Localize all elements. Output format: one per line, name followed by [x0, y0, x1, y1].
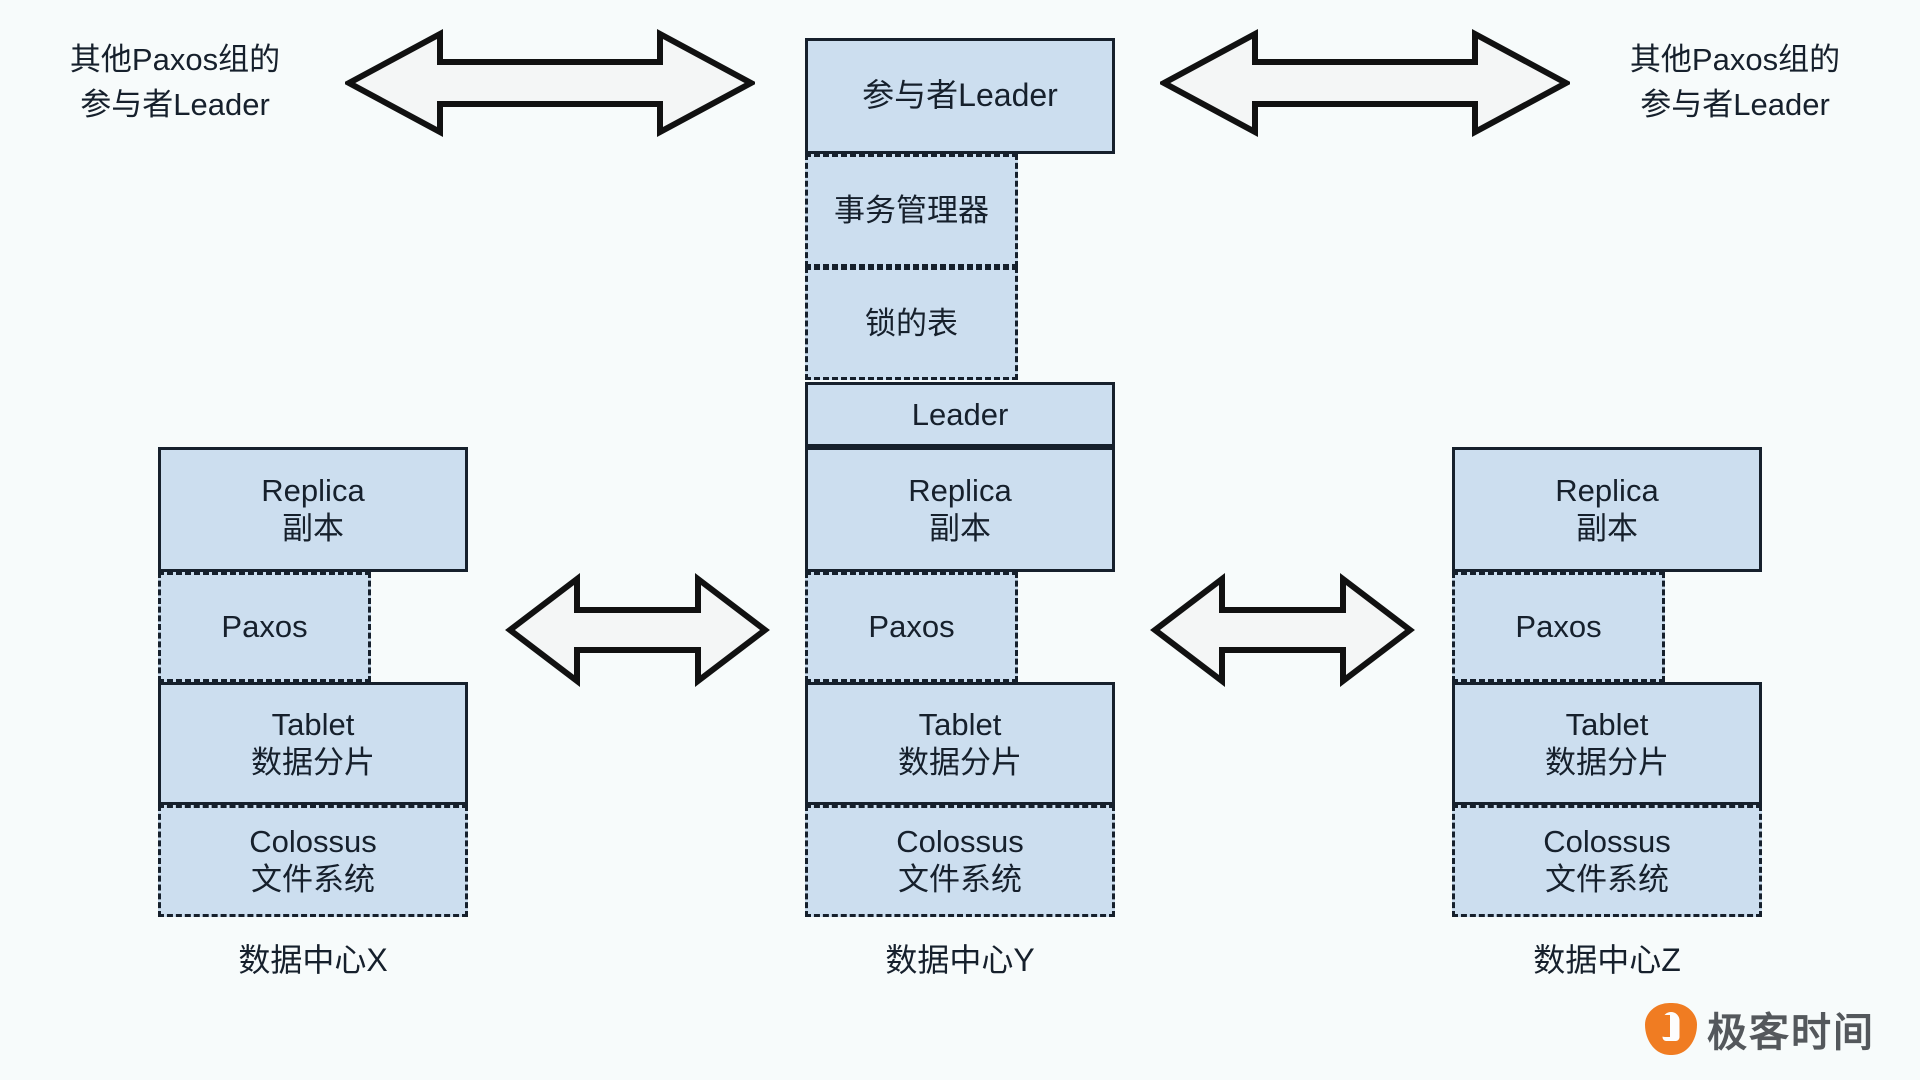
datacenter-y-transaction-manager-line1: 事务管理器: [834, 192, 989, 228]
datacenter-y-box-replica[interactable]: Replica 副本: [805, 447, 1115, 572]
datacenter-z-box-replica[interactable]: Replica 副本: [1452, 447, 1762, 572]
datacenter-z-replica-line2: 副本: [1576, 510, 1638, 546]
geektime-logo: 极客时间: [1645, 1000, 1875, 1058]
datacenter-y-replica-line1: Replica: [908, 472, 1012, 508]
datacenter-z-colossus-line1: Colossus: [1543, 824, 1671, 860]
datacenter-z-tablet-line2: 数据分片: [1545, 744, 1669, 780]
datacenter-y-lock-table-line1: 锁的表: [865, 305, 958, 341]
datacenter-x-colossus-line1: Colossus: [249, 824, 377, 860]
datacenter-y-box-tablet[interactable]: Tablet 数据分片: [805, 682, 1115, 805]
datacenter-z-box-paxos[interactable]: Paxos: [1452, 572, 1665, 682]
datacenter-y-box-colossus[interactable]: Colossus 文件系统: [805, 805, 1115, 917]
peer-label-right-line2: 参与者Leader: [1640, 86, 1830, 122]
arrow-top-left: [345, 28, 755, 138]
datacenter-x-replica-line1: Replica: [261, 472, 365, 508]
arrow-middle-left: [505, 572, 770, 688]
datacenter-y-tablet-line1: Tablet: [918, 706, 1002, 742]
geektime-drop-icon: [1645, 1003, 1697, 1055]
datacenter-z-colossus-line2: 文件系统: [1545, 862, 1669, 897]
peer-label-left: 其他Paxos组的 参与者Leader: [30, 38, 320, 128]
datacenter-x-colossus-line2: 文件系统: [251, 862, 375, 897]
datacenter-y-replica-line2: 副本: [929, 510, 991, 546]
datacenter-x-box-paxos[interactable]: Paxos: [158, 572, 371, 682]
datacenter-y-box-participant-leader[interactable]: 参与者Leader: [805, 38, 1115, 154]
datacenter-x-box-replica[interactable]: Replica 副本: [158, 447, 468, 572]
datacenter-y-box-transaction-manager[interactable]: 事务管理器: [805, 154, 1018, 267]
datacenter-x-paxos-line1: Paxos: [221, 609, 308, 645]
datacenter-x-tablet-line1: Tablet: [271, 706, 355, 742]
datacenter-y-leader-line1: Leader: [911, 396, 1009, 432]
geektime-wordmark: 极客时间: [1707, 1011, 1875, 1055]
datacenter-y-box-leader[interactable]: Leader: [805, 382, 1115, 447]
datacenter-x-box-tablet[interactable]: Tablet 数据分片: [158, 682, 468, 805]
datacenter-y-footer-label: 数据中心Y: [885, 942, 1035, 978]
peer-label-left-line2: 参与者Leader: [80, 86, 270, 122]
datacenter-y-tablet-line2: 数据分片: [898, 744, 1022, 780]
datacenter-y-box-paxos[interactable]: Paxos: [805, 572, 1018, 682]
datacenter-x-tablet-line2: 数据分片: [251, 744, 375, 780]
arrow-middle-right: [1150, 572, 1415, 688]
arrow-top-right: [1160, 28, 1570, 138]
datacenter-z-box-colossus[interactable]: Colossus 文件系统: [1452, 805, 1762, 917]
datacenter-x-footer-label: 数据中心X: [238, 942, 388, 978]
peer-label-right: 其他Paxos组的 参与者Leader: [1590, 38, 1880, 128]
datacenter-z-replica-line1: Replica: [1555, 472, 1659, 508]
datacenter-z-footer-label: 数据中心Z: [1533, 942, 1681, 978]
datacenter-y-colossus-line1: Colossus: [896, 824, 1024, 860]
peer-label-left-line1: 其他Paxos组的: [69, 42, 281, 77]
datacenter-z-paxos-line1: Paxos: [1515, 609, 1602, 645]
peer-label-right-line1: 其他Paxos组的: [1629, 42, 1841, 77]
datacenter-x-box-colossus[interactable]: Colossus 文件系统: [158, 805, 468, 917]
datacenter-y-box-lock-table[interactable]: 锁的表: [805, 267, 1018, 380]
datacenter-y-participant-leader-line1: 参与者Leader: [862, 77, 1058, 114]
datacenter-x-replica-line2: 副本: [282, 510, 344, 546]
datacenter-z-tablet-line1: Tablet: [1565, 706, 1649, 742]
datacenter-y-colossus-line2: 文件系统: [898, 862, 1022, 897]
datacenter-y-paxos-line1: Paxos: [868, 609, 955, 645]
datacenter-z-box-tablet[interactable]: Tablet 数据分片: [1452, 682, 1762, 805]
